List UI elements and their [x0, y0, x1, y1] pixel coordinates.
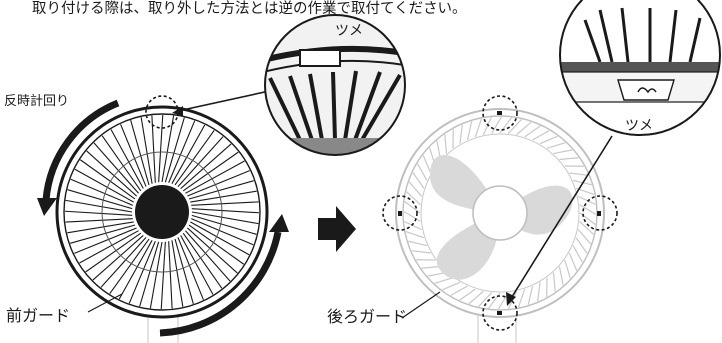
instruction-text: 取り付ける際は、取り外した方法とは逆の作業で取付てください。 [32, 1, 467, 17]
tab-closeup-inset-right [560, 0, 720, 135]
tab-pointer-line-2 [509, 135, 613, 301]
rear-label-leader [401, 291, 441, 319]
front-guard-hub [135, 185, 189, 239]
right-arrow-icon [318, 206, 356, 252]
rear-guard-tab-highlights [382, 95, 618, 331]
front-guard-spokes [64, 114, 260, 310]
tab-label-right: ツメ [625, 118, 653, 134]
rotation-direction-label: 反時計回り [4, 94, 70, 109]
front-guard-label: 前ガード [6, 306, 71, 325]
rear-guard-label: 後ろガード [327, 307, 408, 326]
front-label-leader [87, 293, 123, 313]
tab-label-upper: ツメ [335, 23, 363, 39]
counterclockwise-arrow-icon [37, 99, 289, 337]
front-guard-illustration [55, 105, 269, 343]
rear-guard-illustration [395, 108, 605, 343]
